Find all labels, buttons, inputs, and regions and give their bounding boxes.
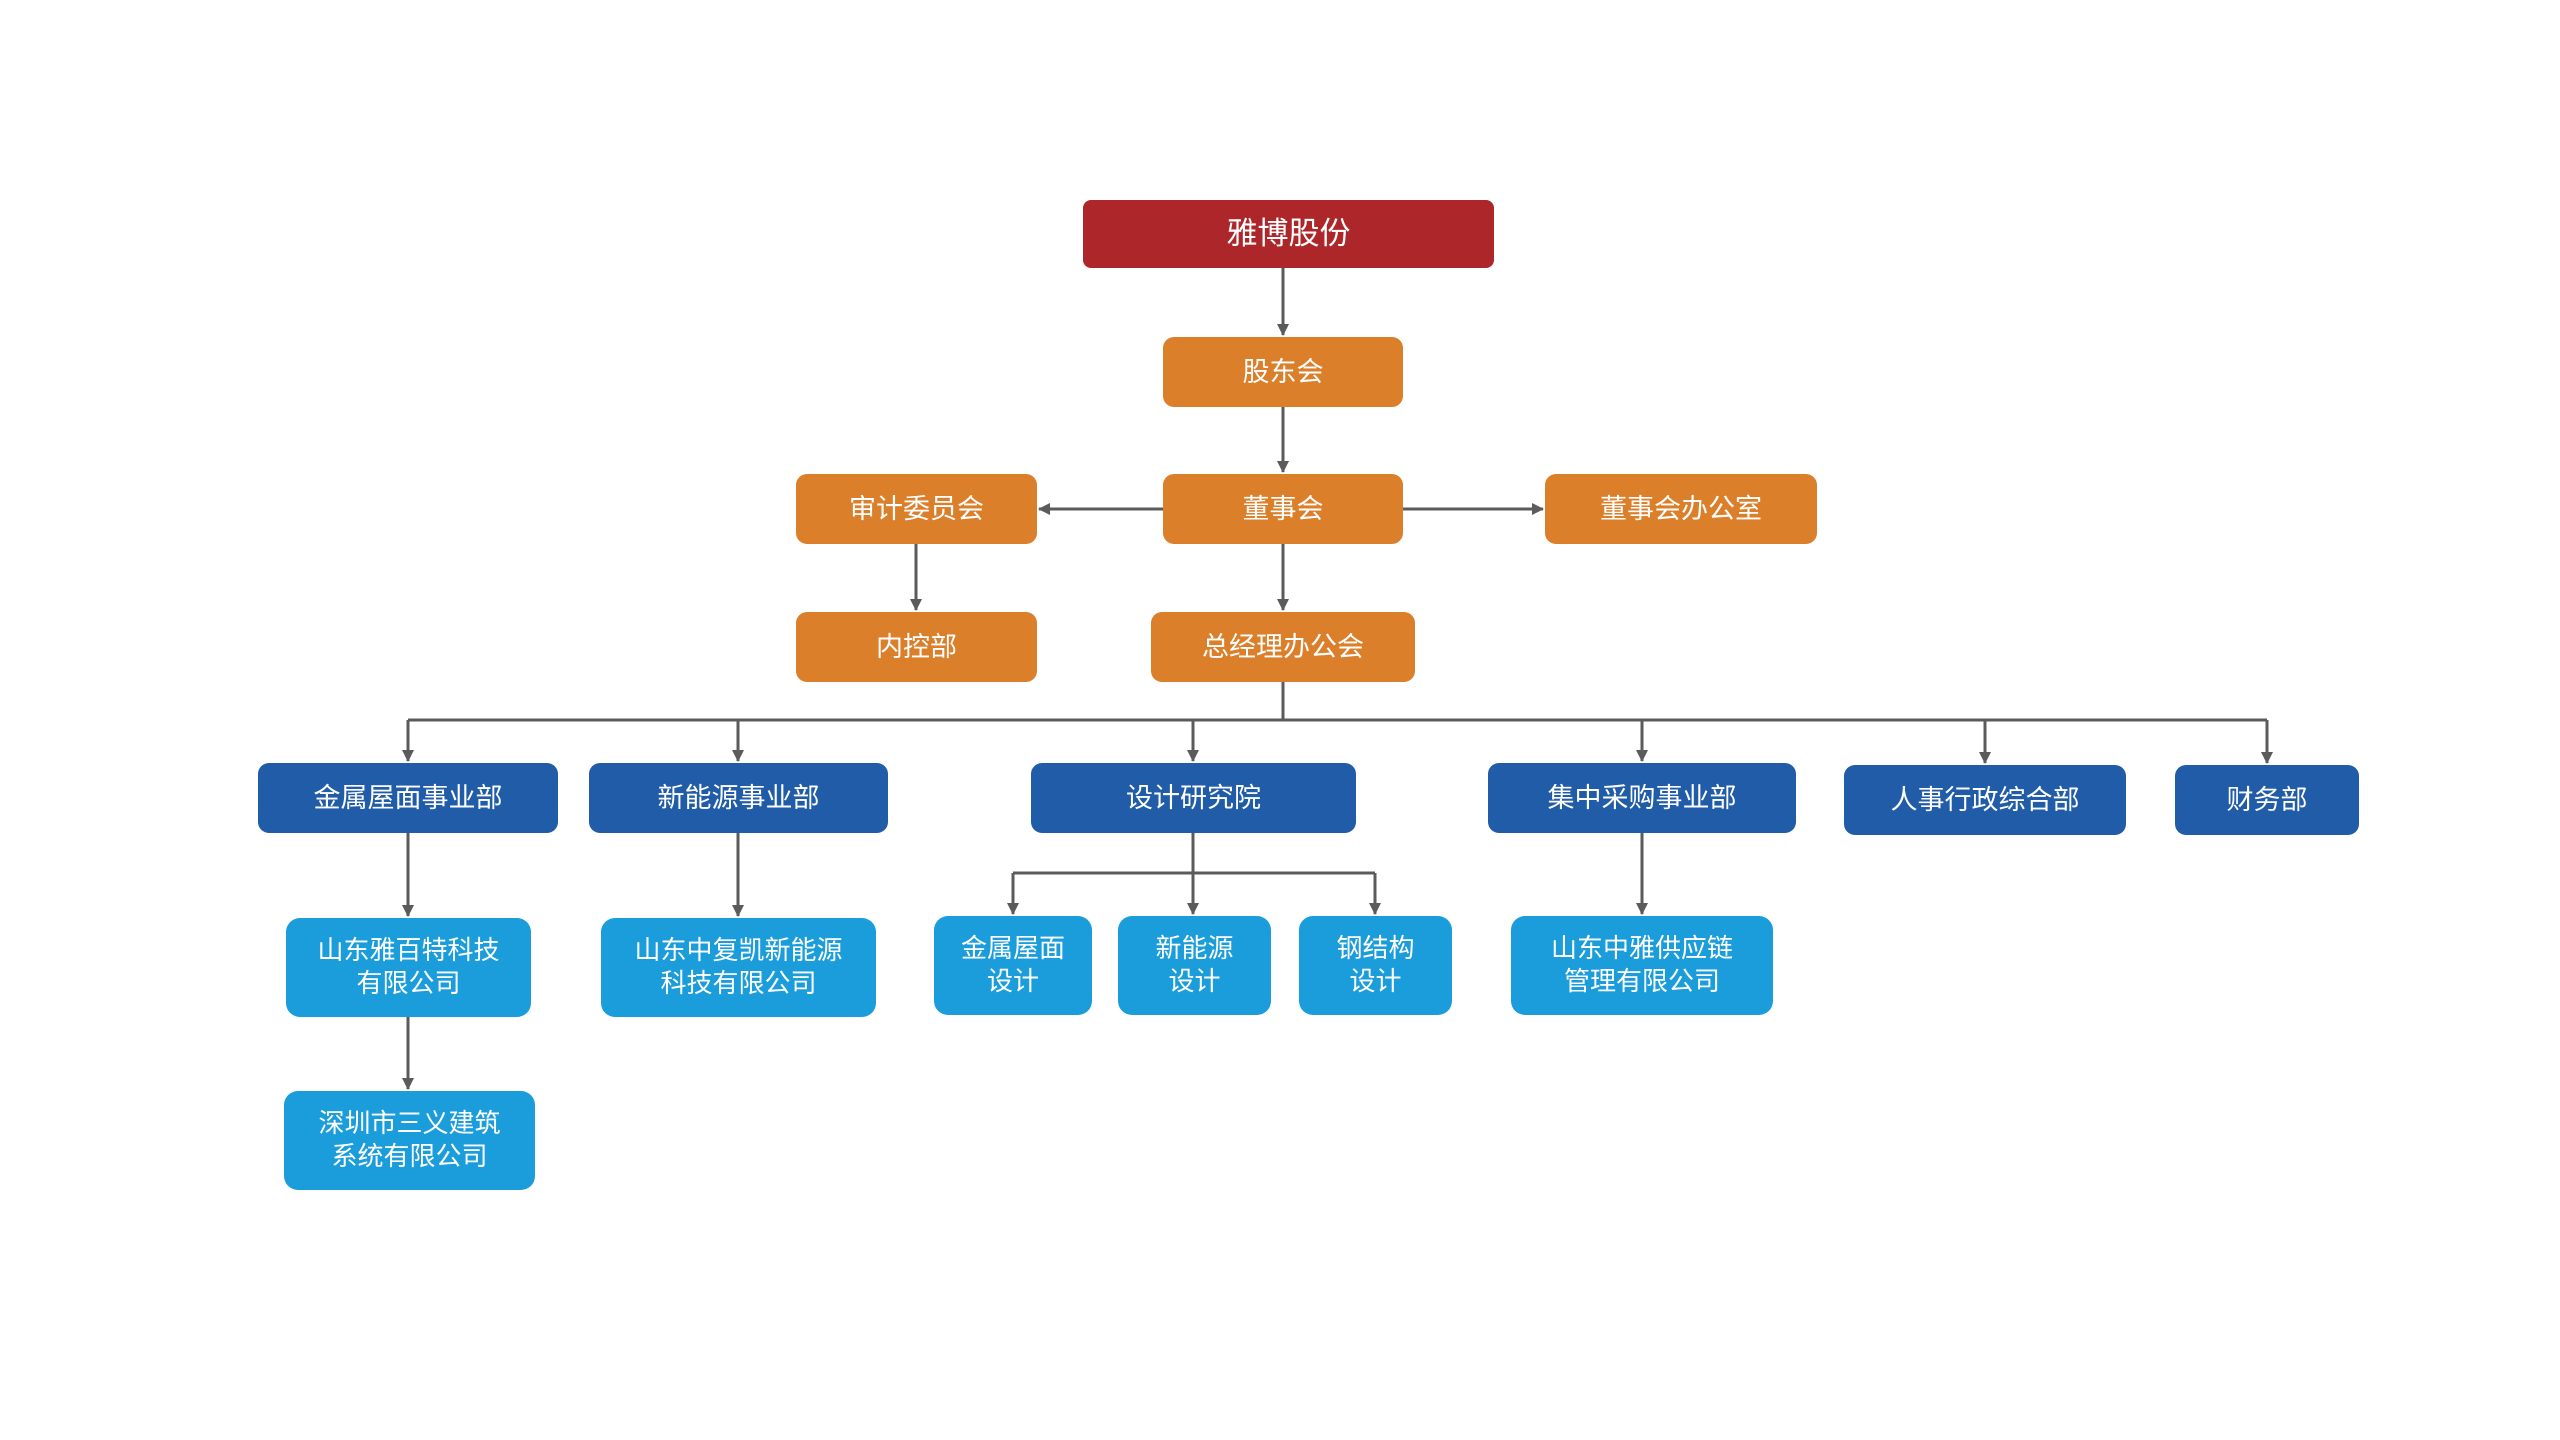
node-subsidiary-yabaite[interactable]: 山东雅百特科技 有限公司 (286, 918, 531, 1017)
node-label: 财务部 (2226, 784, 2308, 816)
node-label: 股东会 (1242, 356, 1324, 388)
node-label: 设计研究院 (1126, 782, 1261, 814)
node-label: 新能源 设计 (1155, 933, 1234, 997)
node-label: 新能源事业部 (657, 782, 820, 814)
node-label: 山东中雅供应链 管理有限公司 (1550, 933, 1733, 997)
node-yabo-holdings[interactable]: 雅博股份 (1083, 200, 1494, 268)
node-division-procurement[interactable]: 集中采购事业部 (1488, 763, 1796, 833)
node-label: 内控部 (876, 631, 957, 663)
node-design-metal-roof[interactable]: 金属屋面 设计 (934, 916, 1092, 1015)
node-division-new-energy[interactable]: 新能源事业部 (589, 763, 888, 833)
node-label: 金属屋面事业部 (313, 782, 503, 814)
node-design-new-energy[interactable]: 新能源 设计 (1118, 916, 1271, 1015)
node-label: 深圳市三义建筑 系统有限公司 (318, 1108, 501, 1172)
node-design-steel-structure[interactable]: 钢结构 设计 (1299, 916, 1452, 1015)
node-label: 雅博股份 (1226, 215, 1351, 252)
node-subsidiary-shenzhen-sanyi[interactable]: 深圳市三义建筑 系统有限公司 (284, 1091, 535, 1190)
node-label: 金属屋面 设计 (960, 933, 1065, 997)
node-label: 钢结构 设计 (1336, 933, 1415, 997)
node-label: 集中采购事业部 (1547, 782, 1737, 814)
node-label: 山东雅百特科技 有限公司 (317, 935, 500, 999)
node-board-of-directors[interactable]: 董事会 (1163, 474, 1403, 544)
node-board-office[interactable]: 董事会办公室 (1545, 474, 1817, 544)
node-label: 董事会 (1242, 493, 1324, 525)
node-division-hr-admin[interactable]: 人事行政综合部 (1844, 765, 2126, 835)
node-label: 总经理办公会 (1202, 631, 1364, 663)
node-label: 山东中复凯新能源 科技有限公司 (634, 935, 843, 999)
node-division-finance[interactable]: 财务部 (2175, 765, 2359, 835)
node-gm-office[interactable]: 总经理办公会 (1151, 612, 1415, 682)
node-division-metal-roof[interactable]: 金属屋面事业部 (258, 763, 558, 833)
node-subsidiary-zhongfukai[interactable]: 山东中复凯新能源 科技有限公司 (601, 918, 876, 1017)
node-subsidiary-supply-chain[interactable]: 山东中雅供应链 管理有限公司 (1511, 916, 1773, 1015)
node-division-design-institute[interactable]: 设计研究院 (1031, 763, 1356, 833)
node-label: 董事会办公室 (1600, 493, 1762, 525)
node-audit-committee[interactable]: 审计委员会 (796, 474, 1037, 544)
node-internal-control[interactable]: 内控部 (796, 612, 1037, 682)
node-label: 人事行政综合部 (1890, 784, 2080, 816)
node-label: 审计委员会 (849, 493, 984, 525)
node-shareholders-meeting[interactable]: 股东会 (1163, 337, 1403, 407)
